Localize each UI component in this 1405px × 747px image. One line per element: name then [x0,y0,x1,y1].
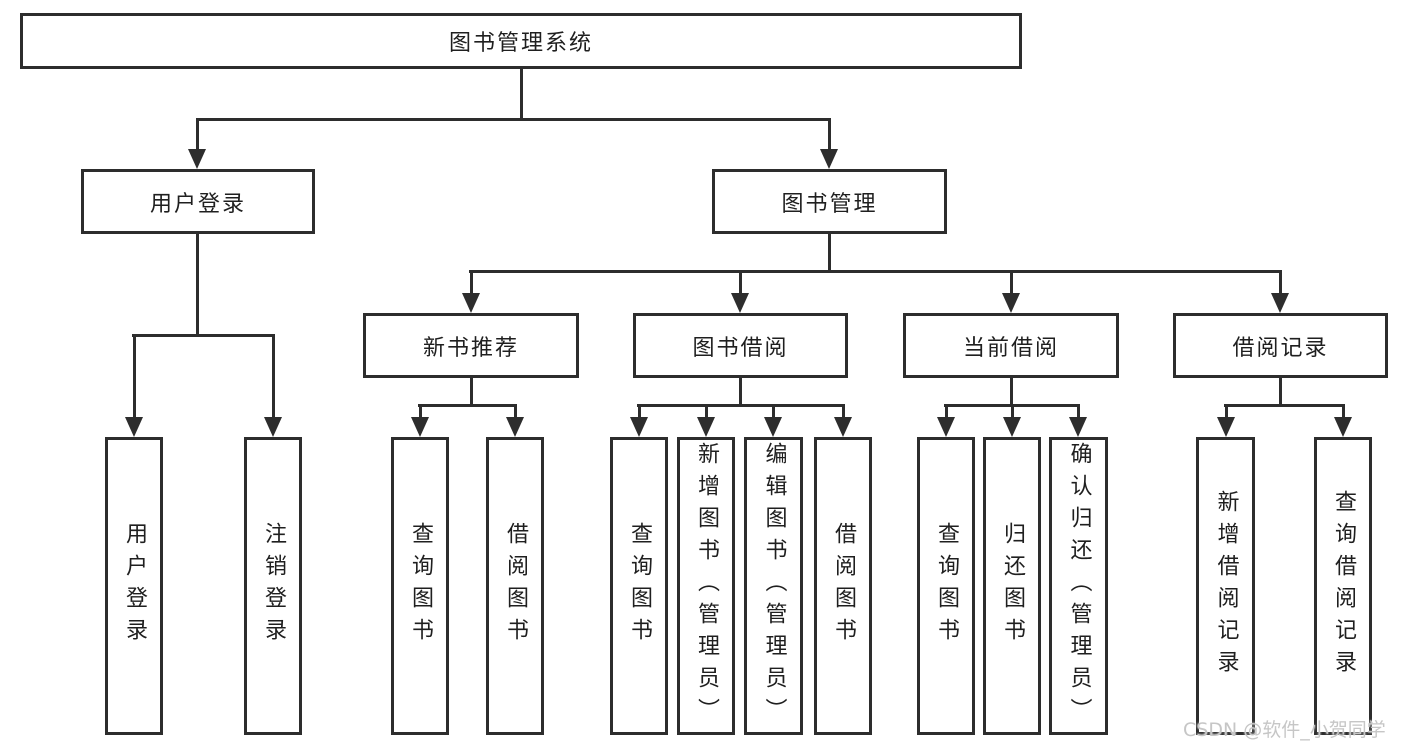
csdn-watermark: CSDN @软件_小贺同学 [1183,719,1386,741]
connector-line [272,334,275,418]
connector-line [418,404,517,407]
arrowhead-down-icon [1002,293,1020,313]
node-borrow-records: 借阅记录 [1173,313,1388,378]
node-book-borrow: 图书借阅 [633,313,848,378]
connector-line [705,404,708,419]
connector-line [1010,270,1013,295]
arrowhead-down-icon [834,417,852,437]
connector-line [196,118,199,152]
connector-line [828,118,831,152]
arrowhead-down-icon [1069,417,1087,437]
arrowhead-down-icon [764,417,782,437]
leaf-query-books-recommend: 查询图书 [391,437,449,735]
leaf-borrow-books: 借阅图书 [814,437,872,735]
node-book-management: 图书管理 [712,169,947,234]
leaf-return-books: 归还图书 [983,437,1041,735]
connector-line [469,270,1282,273]
leaf-query-borrow-record: 查询借阅记录 [1314,437,1372,735]
connector-line [842,404,845,419]
connector-line [638,404,641,419]
connector-line [1010,377,1013,407]
arrowhead-down-icon [264,417,282,437]
connector-line [1225,404,1228,419]
leaf-query-books-current: 查询图书 [917,437,975,735]
arrowhead-down-icon [630,417,648,437]
leaf-query-books-borrow: 查询图书 [610,437,668,735]
arrowhead-down-icon [1334,417,1352,437]
arrowhead-down-icon [1217,417,1235,437]
arrowhead-down-icon [731,293,749,313]
connector-line [419,404,422,419]
connector-line [470,270,473,295]
leaf-add-books-admin: 新增图书（管理员） [677,437,735,735]
connector-line [1342,404,1345,419]
connector-line [133,334,136,418]
arrowhead-down-icon [462,293,480,313]
arrowhead-down-icon [125,417,143,437]
connector-line [828,233,831,273]
leaf-confirm-return-admin: 确认归还（管理员） [1049,437,1108,735]
arrowhead-down-icon [1271,293,1289,313]
connector-line [739,270,742,295]
arrowhead-down-icon [697,417,715,437]
connector-line [196,233,199,336]
node-user-login: 用户登录 [81,169,315,234]
connector-line [772,404,775,419]
connector-line [945,404,948,419]
arrowhead-down-icon [411,417,429,437]
leaf-borrow-books-recommend: 借阅图书 [486,437,544,735]
connector-line [637,404,845,407]
connector-line [470,377,473,407]
arrowhead-down-icon [937,417,955,437]
node-new-book-recommend: 新书推荐 [363,313,579,378]
connector-line [739,377,742,407]
connector-line [1279,377,1282,407]
arrowhead-down-icon [506,417,524,437]
arrowhead-down-icon [820,149,838,169]
leaf-add-borrow-record: 新增借阅记录 [1196,437,1255,735]
connector-line [520,68,523,121]
arrowhead-down-icon [1003,417,1021,437]
connector-line [1011,404,1014,419]
connector-line [1077,404,1080,419]
connector-line [1279,270,1282,295]
node-root: 图书管理系统 [20,13,1022,69]
leaf-user-login: 用户登录 [105,437,163,735]
leaf-edit-books-admin: 编辑图书（管理员） [744,437,803,735]
node-current-borrow: 当前借阅 [903,313,1119,378]
connector-line [514,404,517,419]
connector-line [132,334,275,337]
connector-line [1224,404,1345,407]
connector-line [196,118,831,121]
arrowhead-down-icon [188,149,206,169]
leaf-logout: 注销登录 [244,437,302,735]
